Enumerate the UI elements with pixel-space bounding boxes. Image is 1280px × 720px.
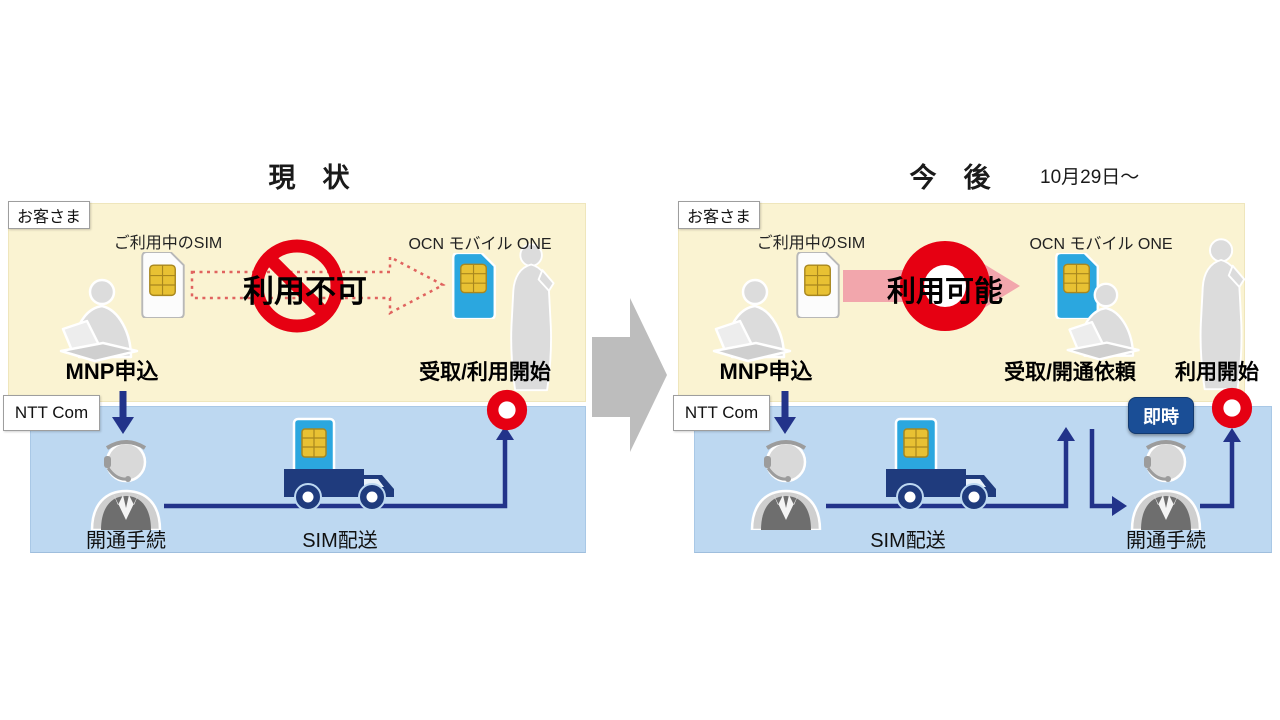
handover-ring-icon: [485, 388, 529, 432]
dashed-arrow-icon: [190, 254, 446, 316]
delivery-truck-icon: [284, 417, 396, 513]
right-step-receive: 受取/開通依頼: [1004, 361, 1136, 384]
right-customer-tag: お客さま: [678, 201, 760, 229]
right-step-start: 利用開始: [1175, 361, 1259, 384]
right-start-date: 10月29日～: [1040, 167, 1140, 188]
left-transfer-status: 利用不可: [243, 274, 367, 309]
left-step-apply: MNP申込: [65, 359, 159, 384]
sim-card-icon: [796, 252, 840, 318]
right-current-sim-label: ご利用中のSIM: [756, 235, 866, 252]
right-panel-title: 今 後: [909, 163, 991, 193]
operator-icon: [84, 436, 168, 530]
left-panel-title: 現 状: [268, 163, 350, 193]
immediate-badge: 即時: [1128, 397, 1194, 434]
right-step-activate: 開通手続: [1126, 530, 1206, 552]
right-transfer-status: 利用可能: [886, 276, 1003, 308]
left-new-sim-label: OCN モバイル ONE: [408, 236, 552, 253]
sim-card-icon: [141, 252, 185, 318]
right-provider-tag: NTT Com: [673, 395, 770, 431]
delivery-truck-icon: [886, 417, 998, 513]
ocn-sim-card-icon: [452, 253, 496, 319]
left-current-sim-label: ご利用中のSIM: [113, 235, 223, 252]
left-step-delivery: SIM配送: [302, 530, 378, 552]
operator-icon: [1124, 436, 1208, 530]
left-provider-tag: NTT Com: [3, 395, 100, 431]
left-step-receive: 受取/利用開始: [419, 361, 551, 384]
right-new-sim-label: OCN モバイル ONE: [1029, 236, 1173, 253]
left-customer-tag: お客さま: [8, 201, 90, 229]
handover-ring-icon: [1210, 386, 1254, 430]
laptop-user-icon: [1062, 281, 1148, 365]
right-step-apply: MNP申込: [719, 359, 813, 384]
right-step-delivery: SIM配送: [870, 530, 946, 552]
operator-icon: [744, 436, 828, 530]
left-step-activate: 開通手続: [86, 530, 166, 552]
